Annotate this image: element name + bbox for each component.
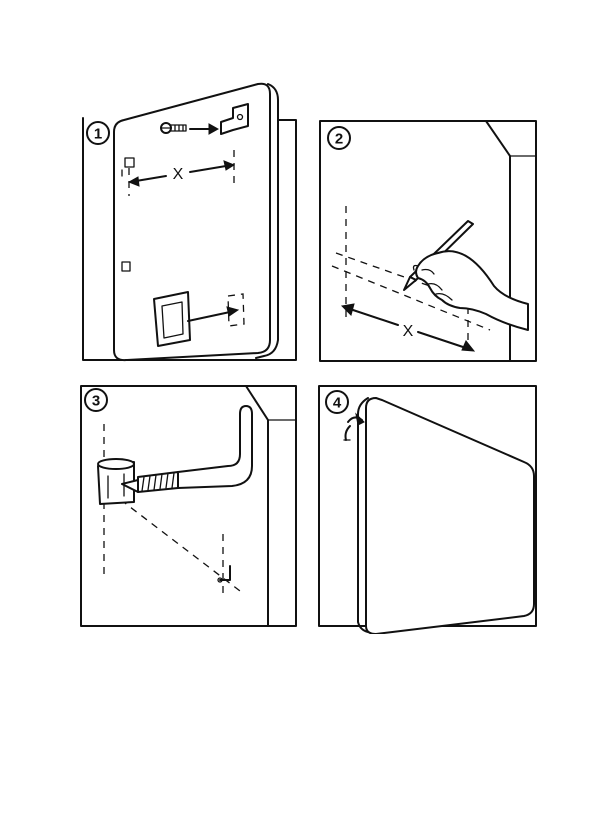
step-3-number-badge: 3 — [84, 388, 108, 412]
l-hook-screw-icon — [121, 405, 253, 493]
screw-icon — [160, 122, 187, 134]
mirror-side-edge — [357, 397, 369, 633]
step-1-illustration: 1 — [82, 82, 297, 362]
step-3-frame — [80, 385, 297, 627]
mounted-clip-left — [121, 261, 131, 272]
pad-arrow — [187, 311, 231, 322]
step-2-frame — [319, 120, 537, 362]
mirror-back-panel — [113, 82, 271, 362]
step-1-number-badge: 1 — [86, 121, 110, 145]
hanging-bracket-icon — [220, 103, 249, 135]
step-2-arrow-right — [461, 340, 476, 352]
pad-arrow-head — [226, 306, 240, 317]
mirror-front-panel — [365, 397, 535, 634]
step-3-illustration: 3 — [80, 385, 297, 627]
mounted-bracket-top-left — [121, 157, 135, 177]
measure-line-left — [135, 175, 167, 182]
step-1-panel: 1 — [78, 78, 303, 368]
step-4-number-badge: 4 — [325, 390, 349, 414]
step-3-number: 3 — [92, 393, 100, 410]
hook-icon — [343, 412, 365, 441]
mirror-side-edge — [255, 83, 279, 359]
pad-target-outline — [227, 293, 245, 327]
step-2-measure-left — [349, 308, 399, 326]
step-2-measure-label: X — [403, 323, 414, 340]
wall-corner-line — [485, 120, 511, 362]
step-1-number: 1 — [94, 126, 102, 143]
spacer-pad-icon — [153, 291, 191, 347]
step-4-illustration: 4 — [318, 385, 537, 634]
step-3-panel: 3 — [78, 384, 303, 632]
mounted-hook-icon — [217, 565, 231, 583]
step-1-frame — [82, 117, 297, 361]
hand-icon — [412, 250, 529, 331]
screw-arrow-head — [208, 123, 220, 135]
step-2-measure-right — [417, 331, 467, 349]
measure-line-right — [189, 165, 227, 173]
measure-arrow-right — [223, 160, 236, 171]
step-4-number: 4 — [333, 395, 342, 412]
step-2-panel: 2 X — [318, 118, 540, 366]
wall-plug-icon — [97, 458, 135, 505]
level-line-lower — [331, 265, 491, 331]
step-2-number-badge: 2 — [327, 126, 351, 150]
step-2-number: 2 — [335, 131, 343, 148]
measure-arrow-left — [127, 176, 140, 187]
step-2-illustration: 2 X — [319, 120, 537, 362]
step-4-panel: 4 — [316, 384, 542, 634]
step-1-measure-label: X — [173, 166, 184, 183]
